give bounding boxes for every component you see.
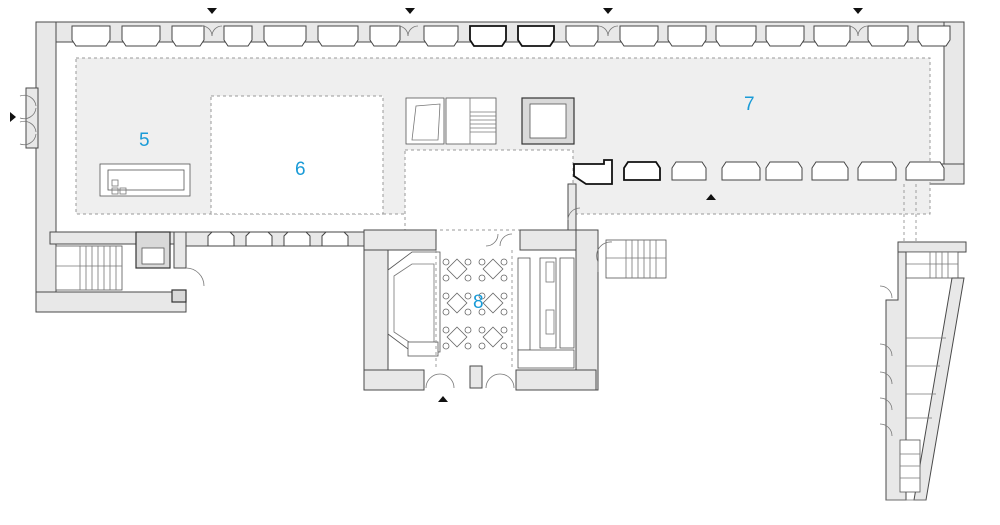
room-label-8: 8 (473, 292, 484, 313)
top-doors (201, 25, 869, 37)
cafe-tables (442, 258, 508, 350)
entry-arrows (10, 8, 863, 402)
left-wing-bottom (49, 231, 205, 303)
top-windows (71, 25, 951, 47)
side-stair (567, 183, 667, 279)
zones (75, 57, 931, 231)
room-label-5: 5 (139, 130, 150, 151)
room-label-6: 6 (295, 159, 306, 180)
core (405, 97, 575, 145)
room-5-fixture (99, 163, 191, 197)
lower-right-windows (573, 159, 945, 185)
left-entrance (19, 87, 39, 149)
room-label-7: 7 (744, 94, 755, 115)
right-annex (879, 184, 967, 501)
middle-windows (207, 231, 349, 247)
cafe (363, 229, 599, 391)
